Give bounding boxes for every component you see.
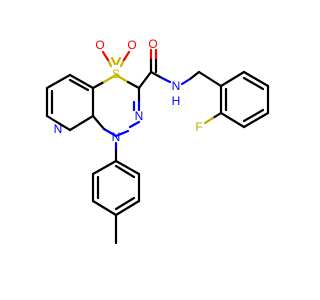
sulfonyl-group bbox=[101, 50, 131, 68]
thiadiazine-ring bbox=[91, 73, 141, 138]
sulfur-label: S bbox=[112, 67, 120, 81]
ring-n-middle-label: N bbox=[135, 109, 144, 123]
atom-labels: O O S O N H F N N N bbox=[54, 37, 203, 144]
pyridine-ring bbox=[45, 73, 95, 132]
carbonyl-o-label: O bbox=[148, 37, 157, 51]
molecule-diagram: O O S O N H F N N N bbox=[45, 37, 270, 245]
tolyl-ring bbox=[91, 141, 141, 245]
fluorophenyl-ring bbox=[197, 70, 270, 129]
pyridine-n-label: N bbox=[54, 122, 63, 136]
sulfonyl-o-right-label: O bbox=[127, 38, 136, 52]
amide-n-label: N bbox=[172, 79, 181, 93]
fluorine-label: F bbox=[195, 120, 202, 134]
ring-n-lower-label: N bbox=[112, 130, 121, 144]
sulfonyl-o-left-label: O bbox=[95, 38, 104, 52]
amide-h-label: H bbox=[172, 94, 181, 108]
structure-svg: O O S O N H F N N N bbox=[45, 37, 270, 245]
carboxamide-group bbox=[137, 48, 201, 90]
